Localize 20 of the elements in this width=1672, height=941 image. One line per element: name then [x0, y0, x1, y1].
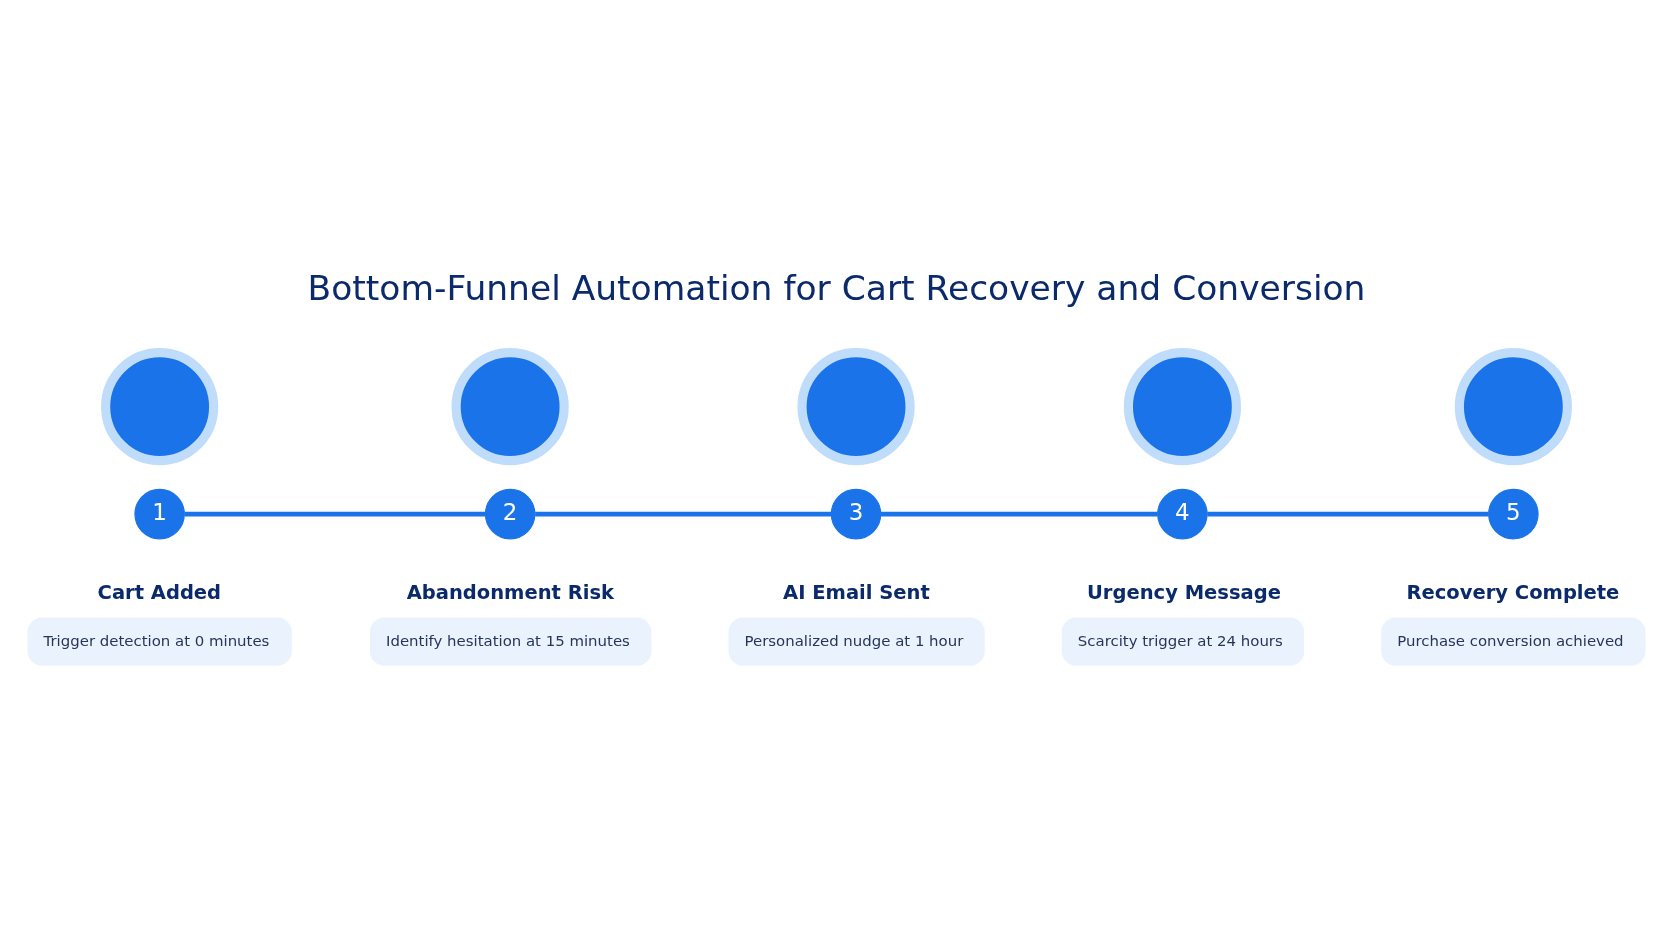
diagram-title: Bottom-Funnel Automation for Cart Recovery and Conversion: [307, 267, 1365, 308]
node-circle: [100, 347, 218, 465]
connector: [184, 511, 485, 516]
node-circle: [451, 347, 569, 465]
node-circle: 5: [1487, 488, 1539, 539]
node-circle: 3: [830, 488, 881, 539]
node-label: Cart Added: [97, 580, 221, 604]
connector: [880, 511, 1158, 516]
node-circle: 1: [133, 488, 185, 539]
node-label: Recovery Complete: [1405, 580, 1619, 604]
node-label: AI Email Sent: [782, 580, 930, 604]
node-circle: [1454, 347, 1572, 465]
node-circle: [1123, 347, 1241, 465]
connector: [534, 511, 831, 516]
node-circle: 4: [1156, 488, 1208, 539]
node-label: Abandonment Risk: [406, 580, 614, 604]
node-circle: [796, 347, 915, 465]
node-label: Urgency Message: [1086, 580, 1281, 604]
node-circle: 2: [484, 488, 535, 539]
connector: [1206, 511, 1489, 516]
